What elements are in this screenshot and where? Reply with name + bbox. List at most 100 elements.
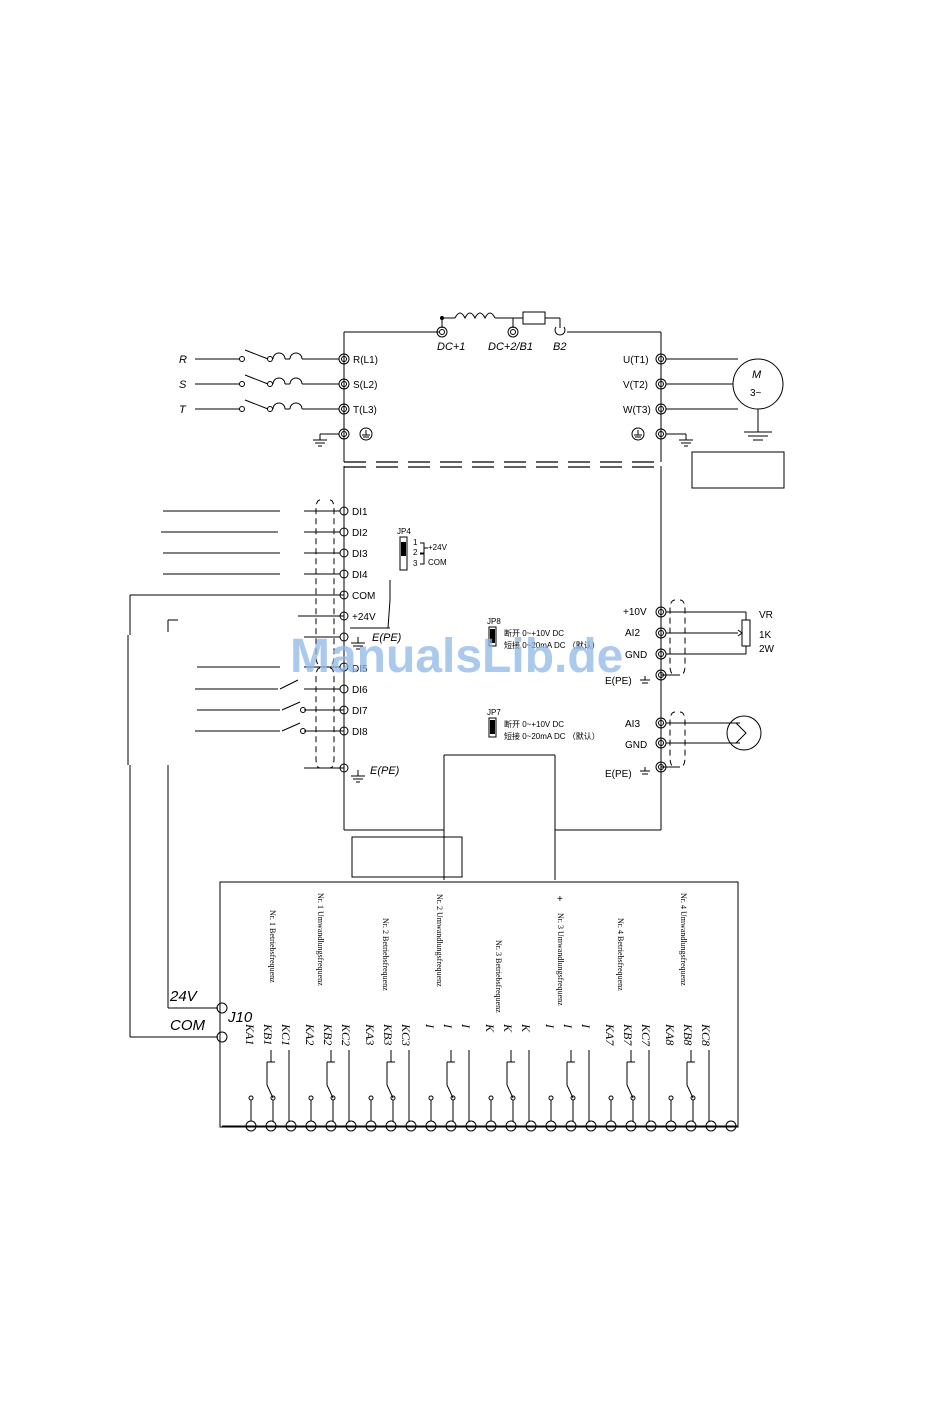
bottom-terminal [525, 1120, 537, 1132]
relay-terminal-label: KA3 [363, 1023, 377, 1045]
analog-pe-label: E(PE) [605, 676, 632, 687]
overload-coil [289, 402, 303, 410]
relay-terminal-label: KB1 [261, 1023, 275, 1045]
bottom-terminal [705, 1120, 717, 1132]
j10-label: J10 [227, 1009, 253, 1026]
relay-contact [368, 1095, 374, 1101]
dc-bus: DC+1 DC+2/B1 B2 [436, 311, 566, 353]
relay-descriptions: Nr. 1 Betriebsfrequenz Nr. 1 Umwandlungsf… [268, 893, 688, 1013]
bottom-terminal [565, 1120, 577, 1132]
blank-label-box [691, 451, 785, 489]
vr-w-label: 2W [759, 644, 775, 655]
overload-coil [272, 377, 286, 385]
pe-label: E(PE) [372, 632, 402, 644]
motor-symbol [732, 358, 784, 410]
di1-label: DI1 [352, 507, 368, 518]
motor-terminal [655, 378, 667, 390]
relay-board: 24V COM J10 + [169, 836, 739, 1128]
di-terminals [304, 506, 349, 773]
analog-terminal [655, 669, 667, 681]
digital-inputs: DI1 DI2 DI3 DI4 COM +24V E(PE) DI5 DI6 D… [127, 499, 402, 1038]
relay-description: Nr. 3 Betriebsfrequenz [494, 940, 503, 1013]
bottom-terminal [465, 1120, 477, 1132]
motor-terminal-inner [658, 356, 664, 362]
bottom-terminal [405, 1120, 417, 1132]
relay-description: Nr. 3 Umwandlungsfrequenz [556, 913, 565, 1006]
relay-terminal-label: KC2 [339, 1023, 353, 1046]
analog-terminal-inner [658, 672, 664, 678]
bottom-terminal [625, 1120, 637, 1132]
relay-com-label: COM [170, 1017, 206, 1034]
relay-description: Nr. 2 Umwandlungsfrequenz [435, 894, 444, 987]
vr-r-label: 1K [759, 630, 772, 641]
motor-terminal-inner [658, 406, 664, 412]
bottom-terminal [725, 1120, 737, 1132]
relay-terminal-label: KB8 [681, 1023, 695, 1045]
relay-24v-label: 24V [169, 988, 199, 1005]
mains-lines [195, 349, 350, 415]
mains-terminal [338, 378, 350, 390]
di6-label: DI6 [352, 685, 368, 696]
analog-pe2-label: E(PE) [605, 769, 632, 780]
relay-contact [248, 1095, 254, 1101]
bottom-terminal [445, 1120, 457, 1132]
motor-terminal [655, 353, 667, 365]
relay-terminal-label: KA1 [243, 1023, 257, 1045]
relay-terminal-label: KA8 [663, 1023, 677, 1045]
breaker-contact [239, 406, 245, 412]
motor-terminals [655, 353, 667, 415]
bottom-terminals [222, 1120, 738, 1132]
bottom-terminal [385, 1120, 397, 1132]
mains-terminal-inner [341, 406, 347, 412]
relay-description: Nr. 1 Betriebsfrequenz [268, 910, 277, 983]
overload-coil [289, 377, 303, 385]
overload-coil [272, 352, 286, 360]
di7-label: DI7 [352, 706, 368, 717]
relay-terminal-label: KB7 [621, 1023, 635, 1046]
dc1-label: DC+1 [437, 341, 465, 353]
bottom-terminal [645, 1120, 657, 1132]
bottom-terminal [605, 1120, 617, 1132]
relay-description: Nr. 1 Umwandlungsfrequenz [316, 893, 325, 986]
jp8-line2: 短接 0~20mA DC （默认） [504, 640, 600, 650]
phase-t-label: T [179, 404, 187, 416]
relay-contact [428, 1095, 434, 1101]
jp7-jumper: JP7 断开 0~+10V DC 短接 0~20mA DC （默认） [487, 708, 600, 741]
terminal-v-label: V(T2) [623, 380, 648, 391]
analog-terminal-inner [658, 764, 664, 770]
bottom-terminal [245, 1120, 257, 1132]
bottom-terminal [545, 1120, 557, 1132]
relay-terminal-label: K [519, 1023, 533, 1033]
bottom-terminal [285, 1120, 297, 1132]
bottom-terminal [265, 1120, 277, 1132]
bottom-terminal [325, 1120, 337, 1132]
terminal-r-label: R(L1) [353, 355, 378, 366]
overload-coil [272, 402, 286, 410]
bottom-terminal [485, 1120, 497, 1132]
jp8-label: JP8 [487, 617, 501, 626]
di4-label: DI4 [352, 570, 368, 581]
relay-terminal-label: I [441, 1023, 455, 1029]
jp8-jumper: JP8 断开 0~+10V DC 短接 0~20mA DC （默认） [487, 617, 600, 650]
relay-contact [548, 1095, 554, 1101]
bottom-terminal [345, 1120, 357, 1132]
jp7-label: JP7 [487, 708, 501, 717]
breaker-switch [244, 349, 269, 360]
analog-terminal [655, 627, 667, 639]
relay-description: Nr. 2 Betriebsfrequenz [381, 918, 390, 991]
jp8-line1: 断开 0~+10V DC [504, 628, 564, 638]
breaker-contact [239, 381, 245, 387]
breaker-contact [267, 356, 273, 362]
plus10-label: +10V [623, 607, 647, 618]
analog-terminal-inner [658, 740, 664, 746]
phase-r-label: R [179, 354, 187, 366]
relay-contact [308, 1095, 314, 1101]
phase-s-label: S [179, 379, 187, 391]
motor-m-label: M [752, 369, 762, 381]
blank-module-box [351, 836, 463, 878]
bottom-terminal [665, 1120, 677, 1132]
relay-terminal-label: KC3 [399, 1023, 413, 1046]
motor-output: U(T1) V(T2) W(T3) M 3~ [623, 355, 785, 489]
